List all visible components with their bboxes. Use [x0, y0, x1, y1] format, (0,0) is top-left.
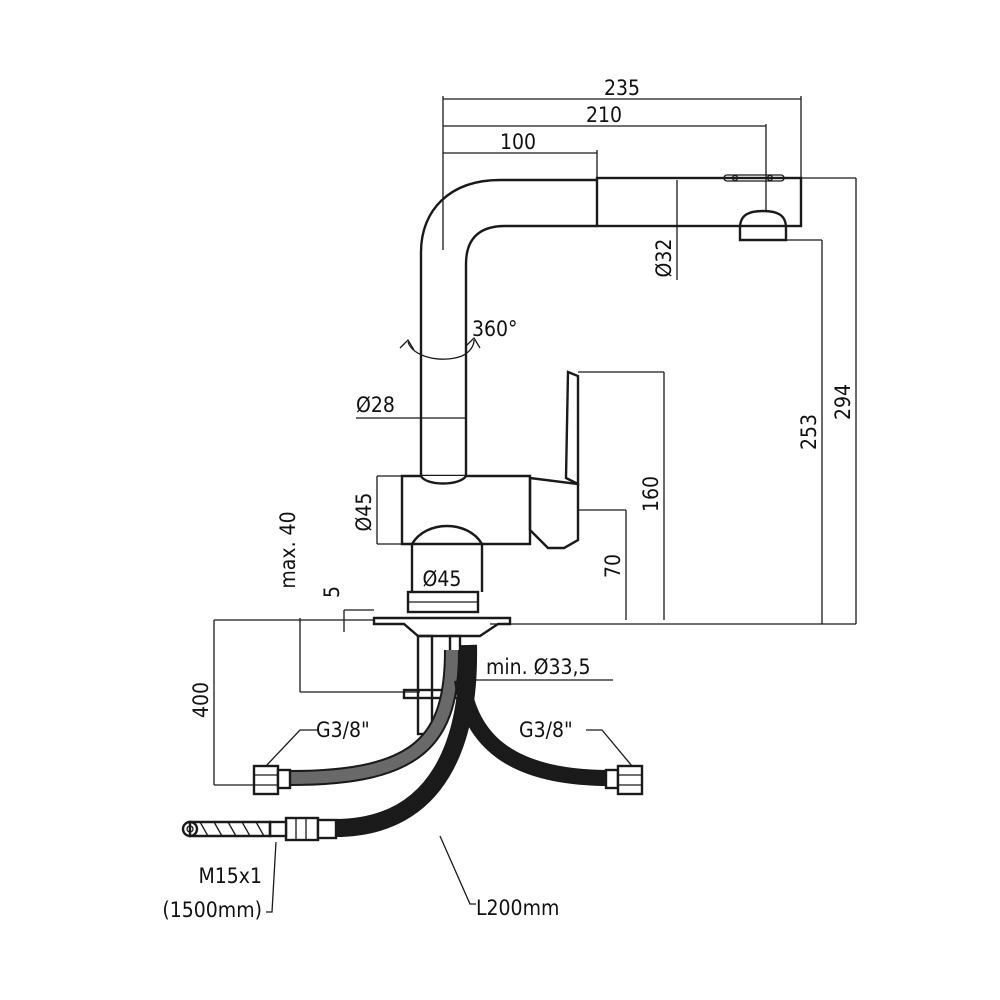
mounting-stud [416, 634, 434, 736]
top-dimensions: 235 210 100 [442, 76, 802, 250]
spout-inner-edge [464, 224, 597, 476]
dim-5-label: 5 [320, 586, 344, 598]
base-flange [372, 616, 512, 638]
dim-max40-label: max. 40 [276, 511, 300, 588]
rotation-360-marker: 360° [399, 317, 518, 360]
left-connector-label: G3/8" [316, 718, 370, 742]
dim-160-label: 160 [639, 476, 663, 512]
spray-hose-length-label: (1500mm) [162, 898, 262, 922]
spray-nozzle [738, 209, 788, 242]
spout-outer-edge [419, 178, 597, 476]
dim-diam45-upper-label: Ø45 [352, 493, 376, 532]
dim-diam32-label: Ø32 [652, 239, 676, 278]
spray-hose-quick-coupling [188, 820, 272, 838]
spout: Ø32 [419, 174, 803, 476]
dim-253-label: 253 [797, 414, 821, 450]
mixer-body [372, 370, 580, 638]
hose-length-label: L200mm [476, 896, 559, 920]
dim-diam28: Ø28 [356, 393, 466, 419]
body-dimensions: Ø45 Ø45 160 70 [352, 371, 665, 620]
right-connector-label: G3/8" [519, 718, 573, 742]
dim-210-label: 210 [586, 103, 622, 127]
supply-hoses [181, 644, 644, 842]
hose-labels: G3/8" G3/8" L200mm M15x1 (1500mm) [162, 718, 633, 922]
body-cylinder [400, 474, 532, 546]
dim-235-label: 235 [604, 76, 640, 100]
dim-360-label: 360° [472, 317, 518, 341]
left-hose-nut [252, 764, 280, 796]
spray-button [723, 174, 785, 182]
spray-hose-fitting [284, 816, 320, 842]
dim-400-label: 400 [189, 682, 213, 718]
column-joint [419, 475, 468, 485]
spray-head [595, 176, 803, 228]
right-hose-nut [616, 764, 644, 796]
lever-base [528, 476, 580, 550]
dim-diam45-lower-label: Ø45 [423, 567, 462, 591]
dim-min335-label: min. Ø33,5 [486, 655, 591, 679]
dim-100-label: 100 [500, 130, 536, 154]
countertop-dimensions: 5 max. 40 400 min. Ø33,5 [189, 511, 613, 786]
dim-294-label: 294 [831, 384, 855, 420]
lever-handle [564, 370, 580, 486]
body-skirt [410, 524, 484, 545]
dim-70-label: 70 [601, 554, 625, 578]
height-dimensions: 253 294 [490, 177, 857, 625]
dim-diam28-label: Ø28 [356, 393, 395, 417]
spray-thread-label: M15x1 [198, 864, 262, 888]
